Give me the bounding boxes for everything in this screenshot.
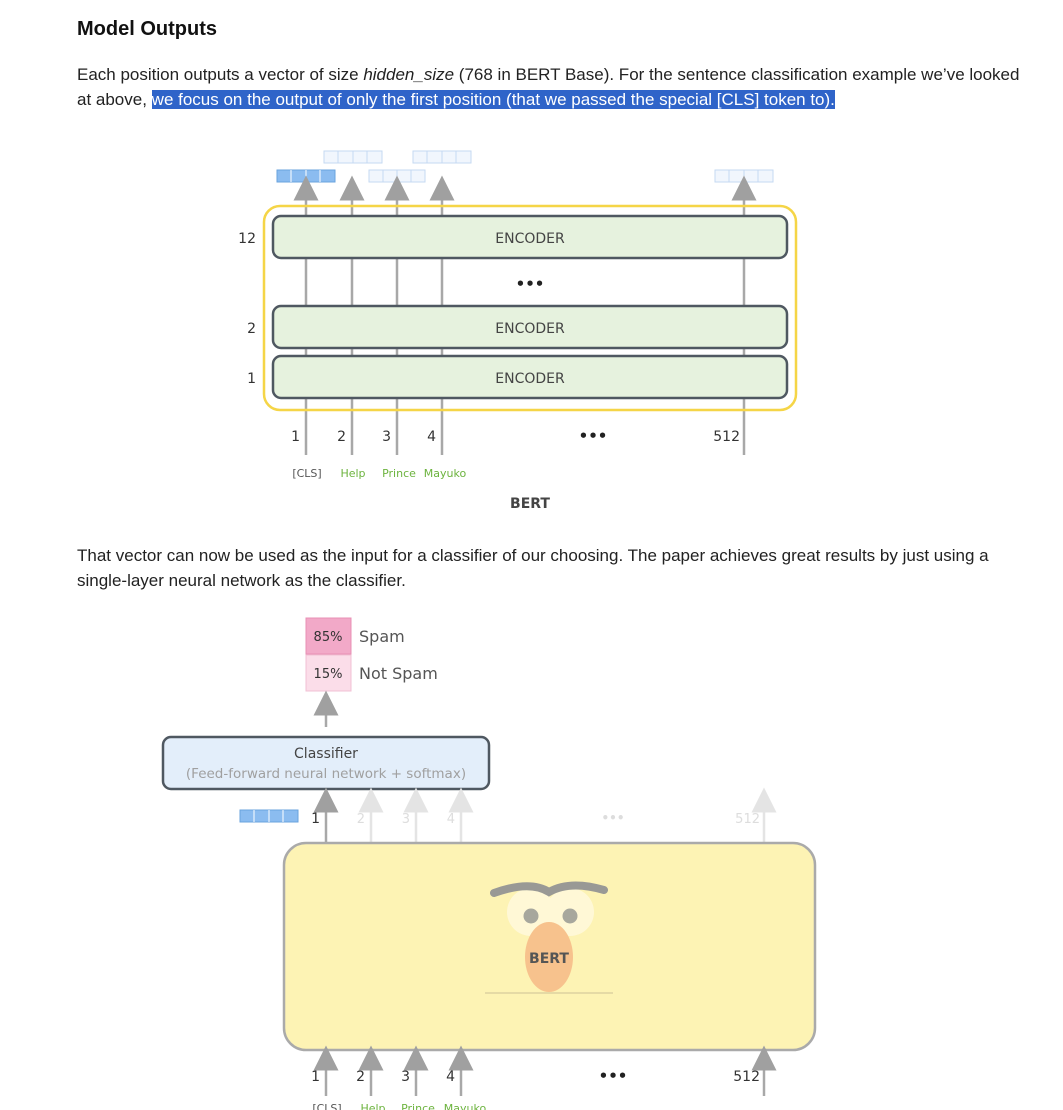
faint-output-arrows bbox=[358, 787, 777, 842]
position-number-4: 4 bbox=[427, 429, 436, 445]
top-position-2: 2 bbox=[357, 812, 365, 827]
layer-number-12: 12 bbox=[238, 231, 256, 247]
top-position-1: 1 bbox=[311, 811, 320, 827]
spam-percent: 85% bbox=[314, 630, 343, 645]
layer-number-2: 2 bbox=[247, 321, 256, 337]
output-spam: 85% Spam bbox=[305, 617, 405, 655]
input-position-3: 3 bbox=[401, 1069, 410, 1085]
classifier-box: Classifier (Feed-forward neural network … bbox=[161, 735, 491, 791]
input-token-mayuko: Mayuko bbox=[444, 1102, 487, 1110]
input-token-help: Help bbox=[360, 1102, 385, 1110]
encoder-label: ENCODER bbox=[495, 321, 565, 337]
paragraph-classifier: That vector can now be used as the input… bbox=[77, 546, 989, 590]
bert-face-illustration bbox=[485, 881, 613, 994]
position-number-3: 3 bbox=[382, 429, 391, 445]
bert-caption: BERT bbox=[510, 496, 550, 512]
encoder-layer-1: ENCODER bbox=[271, 354, 789, 400]
output-vector-512 bbox=[714, 169, 774, 183]
cls-vector bbox=[239, 809, 299, 823]
not-spam-label: Not Spam bbox=[359, 664, 438, 683]
layer-number-1: 1 bbox=[247, 371, 256, 387]
output-vector-2 bbox=[323, 150, 383, 164]
input-position-512: 512 bbox=[733, 1069, 760, 1085]
output-not-spam: 15% Not Spam bbox=[305, 654, 438, 692]
position-number-1: 1 bbox=[291, 429, 300, 445]
bert-box: BERT bbox=[282, 841, 817, 1052]
cls-output-vector bbox=[276, 169, 336, 183]
not-spam-percent: 15% bbox=[314, 667, 343, 682]
encoder-layer-12: ENCODER bbox=[271, 214, 789, 260]
section-heading: Model Outputs bbox=[77, 18, 217, 40]
input-token-prince: Prince bbox=[401, 1102, 435, 1110]
bert-encoder-stack-diagram: ENCODER ••• ENCODER ENCODER 12 2 1 1 2 3… bbox=[238, 150, 798, 512]
hidden-size-term: hidden_size bbox=[363, 65, 455, 84]
input-arrows bbox=[313, 1045, 777, 1096]
output-vectors bbox=[276, 150, 774, 183]
token-prince: Prince bbox=[382, 467, 416, 480]
token-help: Help bbox=[340, 467, 365, 480]
selected-text-highlight[interactable]: we focus on the output of only the first… bbox=[151, 90, 835, 109]
input-token-cls: [CLS] bbox=[312, 1102, 341, 1110]
position-number-2: 2 bbox=[337, 429, 346, 445]
input-positions-ellipsis: ••• bbox=[599, 1067, 628, 1085]
classifier-subtitle: (Feed-forward neural network + softmax) bbox=[186, 766, 466, 782]
token-cls: [CLS] bbox=[292, 467, 321, 480]
paragraph-outputs-text-2: (768 in BERT Base). For the sentence cla… bbox=[77, 65, 1020, 109]
token-mayuko: Mayuko bbox=[424, 467, 467, 480]
encoder-label: ENCODER bbox=[495, 371, 565, 387]
paragraph-outputs: Each position outputs a vector of size h… bbox=[77, 62, 1037, 112]
encoder-label: ENCODER bbox=[495, 231, 565, 247]
input-position-4: 4 bbox=[446, 1069, 455, 1085]
bert-outline bbox=[262, 204, 798, 412]
top-position-512: 512 bbox=[735, 812, 760, 827]
input-position-2: 2 bbox=[356, 1069, 365, 1085]
input-position-1: 1 bbox=[311, 1069, 320, 1085]
layers-ellipsis: ••• bbox=[516, 275, 545, 293]
output-vector-3 bbox=[368, 169, 426, 183]
top-position-4: 4 bbox=[447, 812, 455, 827]
spam-label: Spam bbox=[359, 627, 405, 646]
top-position-3: 3 bbox=[402, 812, 410, 827]
encoder-layer-2: ENCODER bbox=[271, 304, 789, 350]
output-vector-4 bbox=[412, 150, 472, 164]
classifier-diagram: 85% Spam 15% Not Spam Classifier (Feed-f… bbox=[161, 617, 817, 1110]
classifier-title: Classifier bbox=[294, 746, 358, 762]
bert-label: BERT bbox=[529, 951, 569, 967]
positions-ellipsis: ••• bbox=[579, 427, 608, 445]
position-number-512: 512 bbox=[713, 429, 740, 445]
top-positions-ellipsis: ••• bbox=[601, 811, 624, 825]
paragraph-outputs-text-1: Each position outputs a vector of size bbox=[77, 65, 364, 84]
